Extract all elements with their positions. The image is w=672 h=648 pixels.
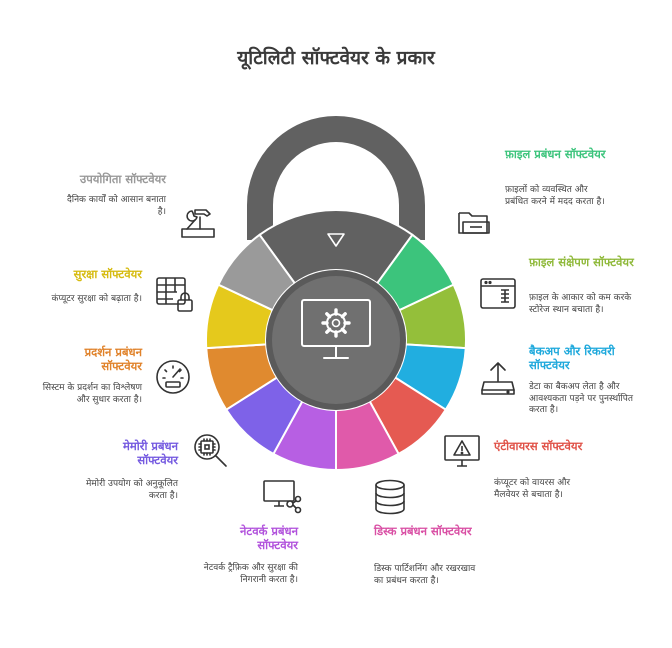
desc-security: कंप्यूटर सुरक्षा को बढ़ाता है। <box>51 294 142 304</box>
monitor-stand <box>323 345 349 359</box>
label-network-management: नेटवर्क प्रबंधन सॉफ्टवेयर <box>240 524 298 552</box>
label-disk-management: डिस्क प्रबंधन सॉफ्टवेयर <box>374 524 472 538</box>
label-performance-management: प्रदर्शन प्रबंधन सॉफ्टवेयर <box>84 345 142 373</box>
desc-disk-management: डिस्क पार्टिशनिंग और रखरखाव का प्रबंधन क… <box>374 564 476 586</box>
folder-icon <box>458 212 490 234</box>
tools-icon <box>181 209 215 238</box>
desc-backup-recovery: डेटा का बैकअप लेता है और आवश्यकता पड़ने … <box>529 382 634 415</box>
gear-teeth <box>321 308 351 338</box>
lock-segments <box>205 209 467 472</box>
label-utility: उपयोगिता सॉफ्टवेयर <box>79 172 166 186</box>
center-disc <box>272 276 400 404</box>
label-antivirus: एंटीवायरस सॉफ्टवेयर <box>494 439 583 453</box>
upload-drive-icon <box>481 362 515 395</box>
chip-search-icon <box>194 434 227 467</box>
label-security: सुरक्षा सॉफ्टवेयर <box>73 267 142 281</box>
label-file-management: फ़ाइल प्रबंधन सॉफ्टवेयर <box>505 147 606 161</box>
label-file-compression: फ़ाइल संक्षेपण सॉफ्टवेयर <box>529 255 634 269</box>
page-title: यूटिलिटी सॉफ्टवेयर के प्रकार <box>237 47 435 69</box>
label-memory-management: मेमोरी प्रबंधन सॉफ्टवेयर <box>123 439 178 467</box>
shackle-arc <box>247 116 425 240</box>
gear-hub <box>331 318 341 328</box>
desc-network-management: नेटवर्क ट्रैफ़िक और सुरक्षा की निगरानी क… <box>203 563 298 585</box>
desc-file-management: फ़ाइलों को व्यवस्थित और प्रबंधित करने मे… <box>505 185 605 207</box>
desc-utility: दैनिक कार्यों को आसान बनाता है। <box>66 195 166 217</box>
keyhole-icon <box>327 233 345 247</box>
lock-shackle <box>247 116 425 240</box>
warning-monitor-icon <box>444 435 480 467</box>
label-backup-recovery: बैकअप और रिकवरी सॉफ्टवेयर <box>529 344 615 372</box>
database-icon <box>375 479 405 515</box>
desc-memory-management: मेमोरी उपयोग को अनुकूलित करता है। <box>86 479 178 501</box>
desc-performance-management: सिस्टम के प्रदर्शन का विश्लेषण और सुधार … <box>42 383 142 405</box>
lock-center <box>266 270 406 410</box>
compress-window-icon <box>480 278 516 309</box>
desc-file-compression: फ़ाइल के आकार को कम करके स्टोरेज स्थान ब… <box>529 293 632 315</box>
lock-grid-icon <box>156 277 193 312</box>
desc-antivirus: कंप्यूटर को वायरस और मैलवेयर से बचाता है… <box>494 478 571 500</box>
network-monitor-icon <box>263 480 302 514</box>
speedometer-icon <box>156 360 190 394</box>
